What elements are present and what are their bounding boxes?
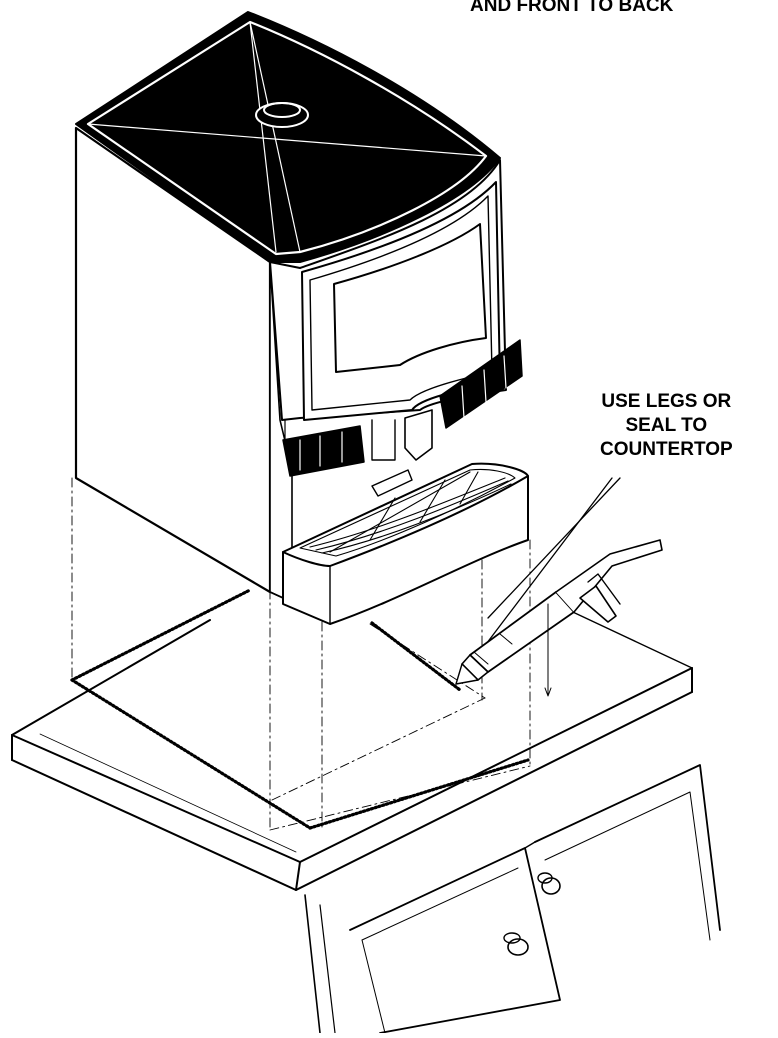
seal-instruction-note: USE LEGS OR SEAL TO COUNTERTOP <box>600 390 733 462</box>
sealant-bead <box>70 588 530 830</box>
cabinet-knob-right <box>537 872 561 895</box>
seal-note-line-3: COUNTERTOP <box>600 439 733 460</box>
countertop <box>11 605 693 891</box>
caulking-gun <box>455 477 663 697</box>
drip-tray-grate <box>299 468 516 557</box>
drip-tray <box>282 462 529 625</box>
base-cabinet <box>304 764 721 1034</box>
seal-note-line-1: USE LEGS OR <box>601 391 732 412</box>
orientation-note: AND FRONT TO BACK <box>470 0 674 16</box>
cabinet-knob-left <box>503 932 529 956</box>
seal-note-line-2: SEAL TO <box>625 415 708 436</box>
ice-beverage-dispenser <box>74 11 523 603</box>
lid-handle <box>255 102 309 128</box>
